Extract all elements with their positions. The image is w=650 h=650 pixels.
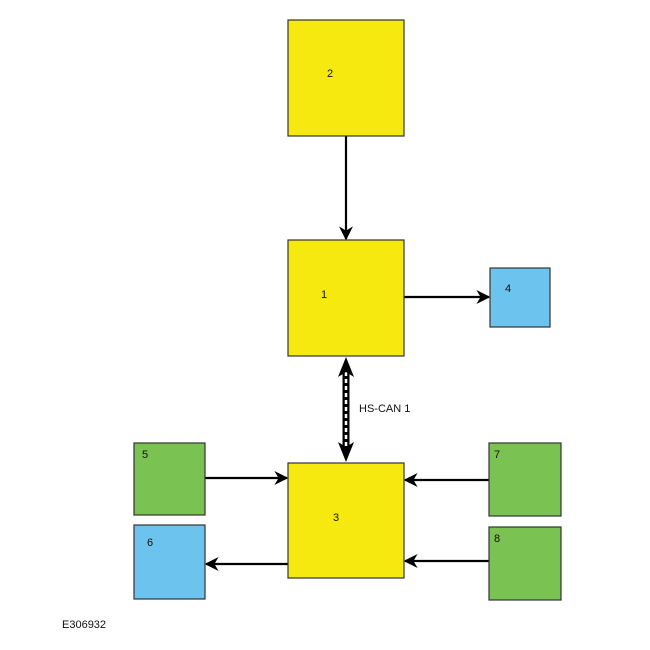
component-4 — [489, 267, 551, 328]
label-5: 5 — [142, 449, 148, 461]
label-1: 1 — [321, 289, 327, 301]
component-8 — [488, 526, 562, 601]
label-2: 2 — [327, 68, 333, 80]
bus-label: HS-CAN 1 — [359, 403, 410, 415]
component-6 — [133, 524, 206, 600]
label-3: 3 — [333, 512, 339, 524]
label-7: 7 — [494, 449, 500, 461]
module-1 — [287, 239, 405, 357]
figure-id: E306932 — [62, 619, 106, 631]
label-8: 8 — [494, 533, 500, 545]
module-3 — [287, 462, 405, 579]
component-7 — [488, 442, 562, 517]
label-6: 6 — [147, 537, 153, 549]
hs-can-bus-arrow — [338, 357, 354, 462]
label-4: 4 — [505, 283, 511, 295]
module-2 — [287, 19, 405, 137]
component-5 — [133, 442, 206, 516]
